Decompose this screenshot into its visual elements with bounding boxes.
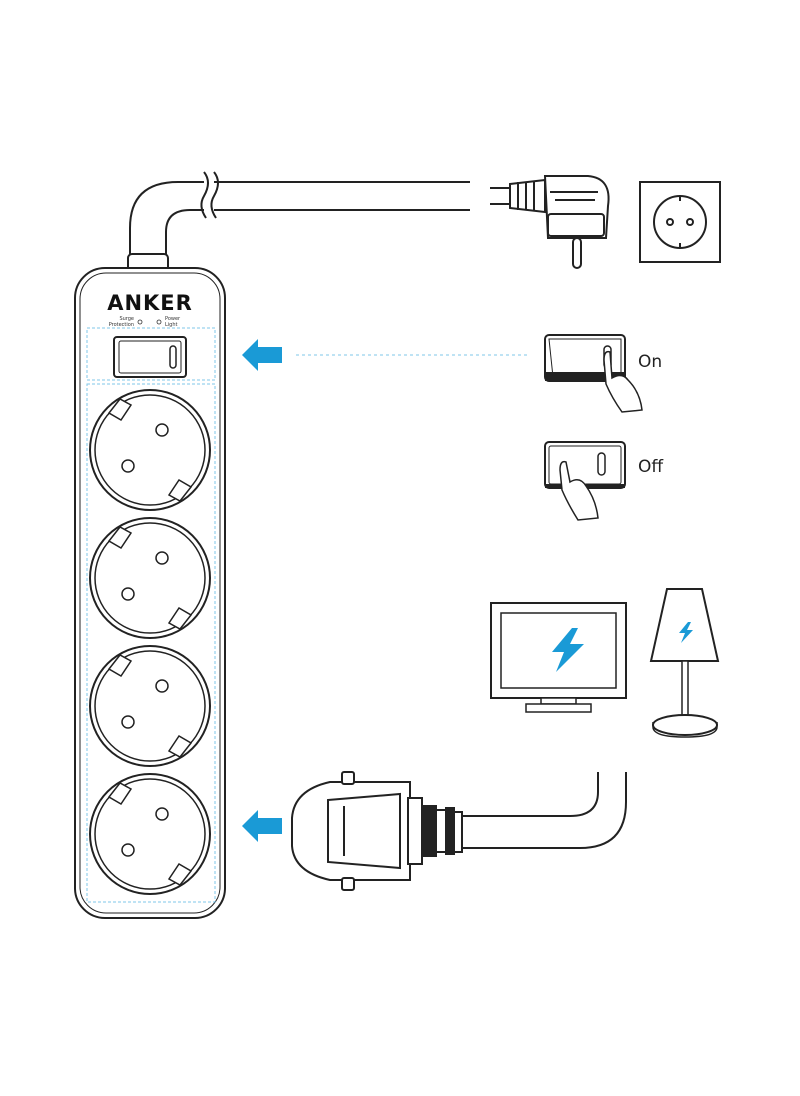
off-label: Off xyxy=(638,457,664,477)
sockets-guide xyxy=(86,383,216,903)
surge-label-2: Protection xyxy=(109,322,134,328)
strip-socket-4[interactable] xyxy=(89,773,211,895)
power-strip: ANKER Surge Protection Power Light xyxy=(74,253,226,919)
power-label: Power xyxy=(165,316,181,322)
arrow-left-icon xyxy=(242,339,282,371)
strip-socket-3[interactable] xyxy=(89,645,211,767)
wall-socket-icon xyxy=(639,181,721,263)
input-cable xyxy=(129,171,470,258)
device-cable xyxy=(460,772,627,849)
strip-socket-1[interactable] xyxy=(89,389,211,511)
on-label: On xyxy=(638,352,662,372)
power-label-2: Light xyxy=(165,322,178,328)
surge-indicator-icon xyxy=(137,319,143,325)
power-indicator-icon xyxy=(156,319,162,325)
arrow-left-icon xyxy=(242,810,282,842)
table-lamp-icon xyxy=(649,588,720,738)
tv-icon xyxy=(490,602,627,713)
switch-on-icon xyxy=(544,334,643,413)
surge-label: Surge xyxy=(119,316,134,322)
straight-plug-icon xyxy=(291,771,463,891)
brand-logo: ANKER xyxy=(107,291,193,315)
angled-plug-icon xyxy=(490,175,610,269)
lightning-icon xyxy=(552,628,584,672)
indicator-labels: Surge Protection Power Light xyxy=(109,316,181,328)
lightning-icon xyxy=(679,622,693,643)
switch-off-icon xyxy=(544,441,626,521)
strip-power-switch[interactable] xyxy=(113,336,187,378)
strip-socket-2[interactable] xyxy=(89,517,211,639)
